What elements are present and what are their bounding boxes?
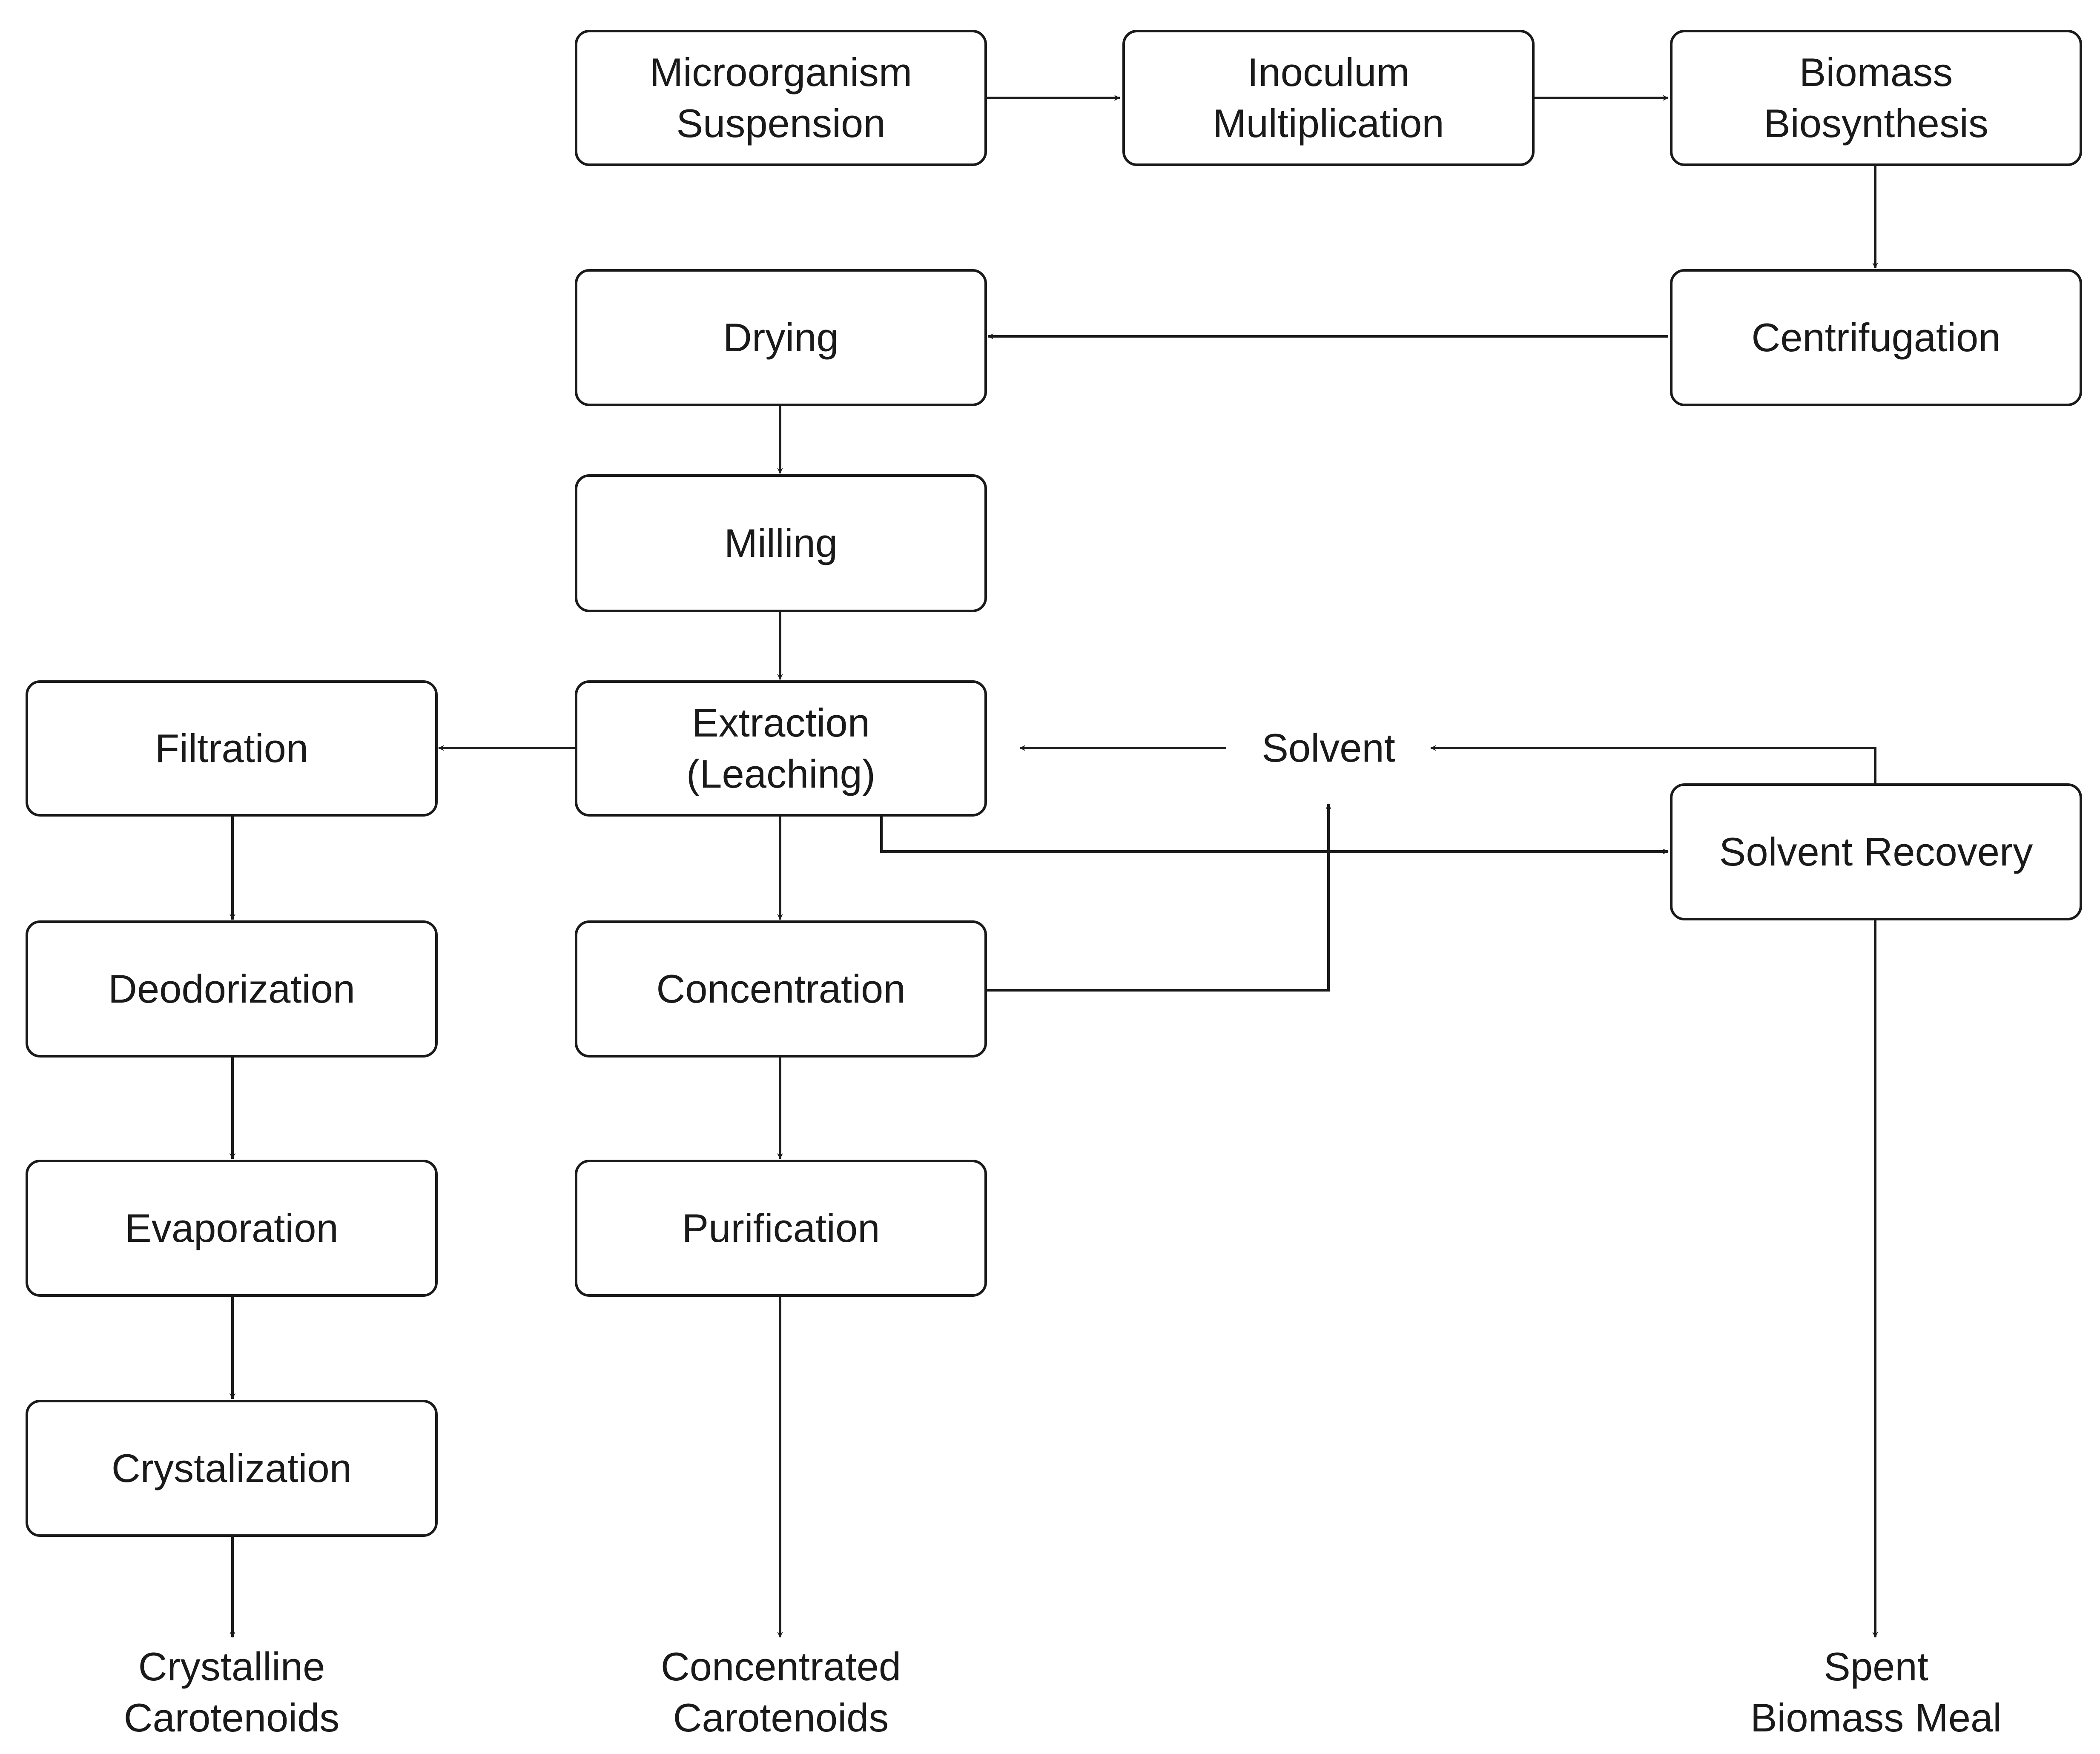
- solvent-recovery-box: Solvent Recovery: [1670, 783, 2082, 920]
- centrifugation-label: Centrifugation: [1751, 315, 2001, 360]
- spent-biomass-meal-label: Spent Biomass Meal: [1750, 1644, 2002, 1740]
- solvent-recovery-label: Solvent Recovery: [1719, 829, 2033, 874]
- arrow-concentration-to-solvent: [987, 803, 1331, 992]
- drying-label: Drying: [723, 315, 839, 360]
- evaporation-label: Evaporation: [125, 1205, 339, 1250]
- crystalline-carotenoids-label: Crystalline Carotenoids: [123, 1644, 340, 1740]
- concentration-label: Concentration: [656, 966, 906, 1011]
- evaporation-box: Evaporation: [26, 1160, 438, 1297]
- milling-label: Milling: [724, 520, 838, 565]
- crystalline-carotenoids-output: Crystalline Carotenoids: [26, 1639, 438, 1745]
- crystalization-box: Crystalization: [26, 1400, 438, 1537]
- crystalization-label: Crystalization: [111, 1445, 352, 1490]
- spent-biomass-meal-output: Spent Biomass Meal: [1670, 1639, 2082, 1745]
- concentration-box: Concentration: [575, 920, 987, 1058]
- biomass-biosynthesis-box: Biomass Biosynthesis: [1670, 30, 2082, 166]
- extraction-leaching-box: Extraction (Leaching): [575, 680, 987, 817]
- solvent-label: Solvent: [1262, 725, 1395, 770]
- microorganism-suspension-box: Microorganism Suspension: [575, 30, 987, 166]
- inoculum-multiplication-box: Inoculum Multiplication: [1122, 30, 1535, 166]
- concentrated-carotenoids-label: Concentrated Carotenoids: [660, 1644, 901, 1740]
- drying-box: Drying: [575, 269, 987, 406]
- purification-label: Purification: [682, 1205, 880, 1250]
- extraction-leaching-label: Extraction (Leaching): [686, 700, 876, 796]
- arrow-solvent-recovery-to-solvent: [1430, 745, 1876, 783]
- centrifugation-box: Centrifugation: [1670, 269, 2082, 406]
- purification-box: Purification: [575, 1160, 987, 1297]
- arrow-extraction-to-solvent-recovery: [880, 817, 1669, 854]
- filtration-label: Filtration: [155, 725, 309, 771]
- deodorization-label: Deodorization: [108, 966, 356, 1011]
- milling-box: Milling: [575, 474, 987, 612]
- inoculum-multiplication-label: Inoculum Multiplication: [1213, 49, 1444, 146]
- concentrated-carotenoids-output: Concentrated Carotenoids: [575, 1639, 987, 1745]
- microorganism-suspension-label: Microorganism Suspension: [649, 49, 912, 146]
- biomass-biosynthesis-label: Biomass Biosynthesis: [1764, 49, 1988, 146]
- solvent-label-box: Solvent: [1231, 719, 1426, 777]
- filtration-box: Filtration: [26, 680, 438, 817]
- deodorization-box: Deodorization: [26, 920, 438, 1058]
